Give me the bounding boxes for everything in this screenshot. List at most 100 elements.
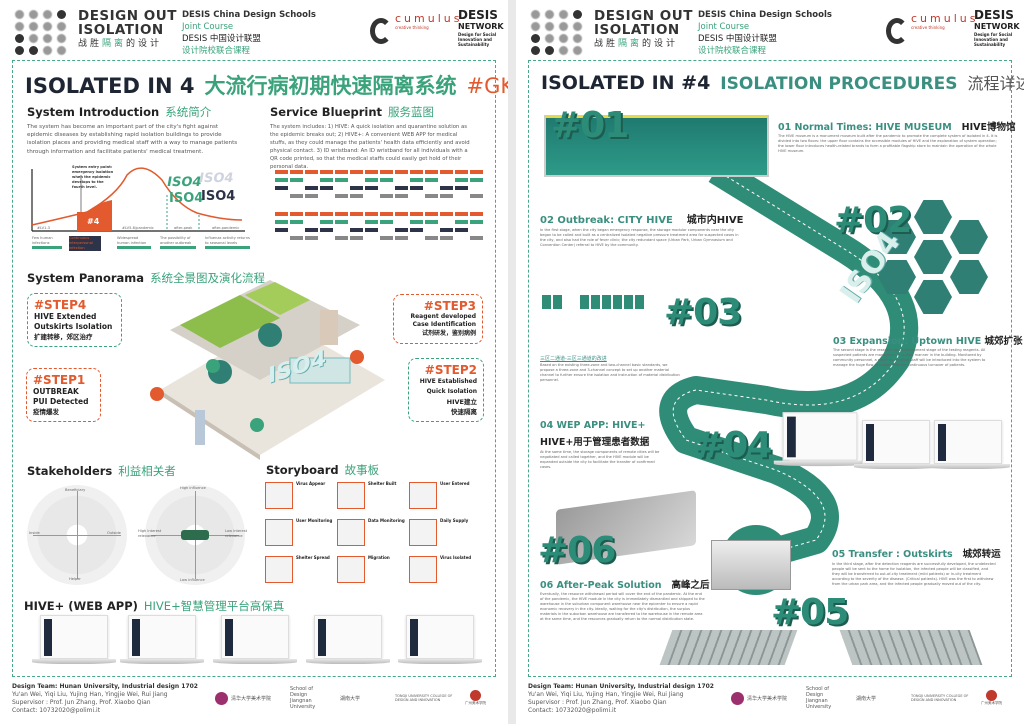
level4-marker: #4: [87, 217, 100, 226]
blueprint-cell: [365, 212, 378, 216]
blueprint-cell: [425, 178, 438, 182]
footer-members: Yu'an Wei, Yiqi Liu, Yujing Han, Yingjie…: [528, 691, 684, 698]
gafa-seal-icon: [986, 690, 997, 701]
webapp-screen: [306, 615, 390, 671]
blueprint-heading-en: Service Blueprint: [270, 105, 383, 119]
blueprint-cell: [335, 212, 348, 216]
city-svg: [160, 280, 385, 460]
step-number-06: #06: [538, 530, 616, 571]
green-roof: [180, 295, 280, 348]
s04-body: At the same time, the storage components…: [540, 450, 660, 469]
blueprint-cell: [425, 236, 438, 240]
blueprint-cell: [395, 194, 408, 198]
step1-marker: [150, 387, 164, 401]
blueprint-cell: [290, 228, 303, 232]
step-line: Quick Isolation: [426, 388, 477, 395]
blueprint-cell: [290, 170, 303, 174]
footer-supervisor: Supervisor : Prof. Jun Zhang, Prof. Xiao…: [528, 699, 667, 706]
blueprint-cell: [470, 178, 483, 182]
storyboard-image: [409, 519, 437, 546]
step-line: Outskirts Isolation: [34, 322, 113, 331]
laptop-base: [398, 659, 482, 664]
service-blueprint-diagram: [275, 170, 483, 250]
storyboard-image: [337, 556, 365, 583]
storyboard-caption: Data Monitoring: [368, 518, 405, 549]
hive-unit: [580, 295, 589, 309]
step-line: HIVE Extended: [34, 312, 97, 321]
blueprint-cell: [335, 194, 348, 198]
hive-unit: [602, 295, 611, 309]
storyboard-caption: User Monitoring: [296, 518, 332, 549]
blueprint-cell: [395, 236, 408, 240]
blueprint-cell: [455, 236, 468, 240]
laptop-base: [306, 659, 390, 664]
phase-label: after-peak: [174, 226, 193, 230]
blueprint-cell: [410, 220, 423, 224]
laptop-base: [926, 464, 1010, 469]
partner-name: 湖南大学: [856, 695, 877, 702]
partner-name: 广州美术学院: [981, 701, 1002, 705]
webapp-screen: [398, 615, 482, 671]
partner-logo: 湖南大学: [856, 690, 876, 706]
desis-line1: DESIS China Design Schools: [182, 10, 316, 20]
blueprint-cell: [455, 212, 468, 216]
laptop-base: [120, 659, 204, 664]
webapp-heading-cn: HIVE+智慧管理平台高保真: [143, 599, 285, 613]
storyboard-caption: Shelter Built: [368, 481, 396, 512]
phase-note: Continuous interpersonal infection: [69, 236, 101, 251]
ground-edge: [160, 390, 260, 460]
network-3: Design for Social Innovation and Sustain…: [458, 32, 497, 47]
curve-svg: [31, 167, 245, 232]
s04-title-cn: HIVE+用于管理患者数据: [540, 437, 650, 448]
epidemic-curve-chart: System entry point: emergency isolation …: [27, 165, 252, 255]
blueprint-cell: [335, 178, 348, 182]
panorama-heading-cn: 系统全景图及演化流程: [150, 271, 266, 285]
blueprint-cell: [275, 194, 288, 198]
blueprint-cell: [350, 170, 363, 174]
partner-logo: School of Design Jiangnan University: [806, 686, 846, 710]
blueprint-cell: [350, 220, 363, 224]
blueprint-cell: [380, 228, 393, 232]
blueprint-cell: [470, 228, 483, 232]
storyboard-title: Shelter Spread: [296, 555, 330, 560]
axis-label: Helper: [69, 577, 81, 581]
partner-logo: TONGJI UNIVERSITY COLLEGE OF DESIGN AND …: [395, 690, 455, 706]
chart-note: System entry point: emergency isolation …: [72, 165, 114, 189]
blueprint-cell: [320, 186, 333, 190]
logo-cn-b: 隔离: [102, 39, 127, 49]
blueprint-row: [275, 228, 483, 232]
blueprint-cell: [365, 170, 378, 174]
cumulus-c-icon: [370, 18, 392, 44]
stakeholder-map-2: High influence Low influence High intere…: [138, 485, 247, 585]
zone-title: 三区二通道-三区三通道的改进: [540, 356, 607, 362]
blueprint-cell: [455, 170, 468, 174]
blueprint-cell: [275, 186, 288, 190]
logo-dots-icon: [531, 10, 584, 55]
blueprint-row: [275, 178, 483, 182]
storyboard-panel: User Monitoring: [265, 518, 385, 549]
network-1: DESIS: [974, 8, 1014, 22]
webapp-screen: [773, 412, 867, 474]
module-array-image: [659, 630, 798, 665]
cumulus-c-icon: [886, 18, 908, 44]
blueprint-cell: [470, 236, 483, 240]
hive-unit: [635, 295, 644, 309]
storyboard-panel: Daily Supply: [409, 518, 508, 549]
logo-cn-a: 战胜: [594, 39, 619, 49]
blueprint-cell: [320, 178, 333, 182]
storyboard-panel: Shelter Built: [337, 481, 457, 512]
footer-team: Design Team: Hunan University, Industria…: [12, 683, 198, 690]
footer-credits: Design Team: Hunan University, Industria…: [528, 683, 714, 715]
laptop-base: [32, 659, 116, 664]
blueprint-cell: [410, 228, 423, 232]
blueprint-cell: [320, 228, 333, 232]
s01-body: The HIVE museum is a monument museum bui…: [778, 134, 998, 153]
